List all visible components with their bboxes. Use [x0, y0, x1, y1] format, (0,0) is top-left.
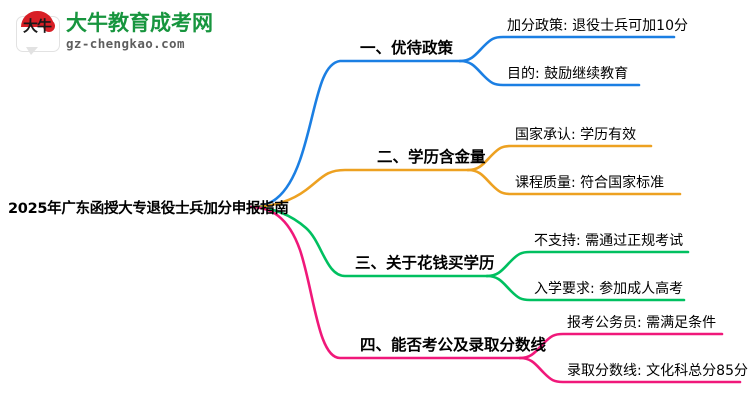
- logo-red-dot: [43, 20, 55, 32]
- link-branch3-leaf2: [485, 274, 686, 302]
- link-branch3-leaf1: [485, 250, 690, 278]
- leaf-label-4-1[interactable]: 报考公务员: 需满足条件: [567, 315, 717, 331]
- branch-label-3[interactable]: 三、关于花钱买学历: [355, 254, 495, 272]
- logo-mark-text: 大牛: [22, 17, 52, 35]
- leaf-label-4-2[interactable]: 录取分数线: 文化科总分85分: [567, 363, 748, 379]
- link-branch1-leaf2: [458, 59, 641, 87]
- logo-wordmark: 大牛教育成考网 gz-chengkao.com: [66, 11, 213, 52]
- link-root-branch3: [248, 205, 489, 278]
- leaf-label-3-2[interactable]: 入学要求: 参加成人高考: [534, 281, 684, 297]
- logo-title: 大牛教育成考网: [66, 11, 213, 35]
- link-branch2-leaf1: [466, 144, 653, 172]
- link-root-branch1: [248, 59, 462, 209]
- logo-domain: gz-chengkao.com: [66, 36, 185, 51]
- root-node-label: 2025年广东函授大专退役士兵加分申报指南: [8, 201, 289, 217]
- link-branch1-leaf1: [458, 35, 676, 63]
- link-branch2-leaf2: [466, 168, 682, 196]
- leaf-label-3-1[interactable]: 不支持: 需通过正规考试: [534, 233, 684, 249]
- branch-label-2[interactable]: 二、学历含金量: [377, 148, 486, 166]
- leaf-label-2-1[interactable]: 国家承认: 学历有效: [515, 127, 637, 143]
- branch-label-1[interactable]: 一、优待政策: [360, 39, 454, 57]
- logo-mark-icon: 大牛: [14, 10, 60, 55]
- link-root-branch4: [248, 205, 522, 360]
- leaf-label-1-1[interactable]: 加分政策: 退役士兵可加10分: [507, 18, 688, 34]
- link-branch4-leaf1: [518, 332, 724, 360]
- branch-label-4[interactable]: 四、能否考公及录取分数线: [360, 336, 547, 354]
- link-root-branch2: [248, 168, 470, 209]
- site-logo: 大牛 大牛教育成考网 gz-chengkao.com: [14, 8, 213, 56]
- leaf-label-2-2[interactable]: 课程质量: 符合国家标准: [515, 175, 665, 191]
- speech-bubble-tail: [26, 47, 38, 55]
- link-branch4-leaf2: [518, 356, 742, 384]
- leaf-label-1-2[interactable]: 目的: 鼓励继续教育: [507, 66, 629, 82]
